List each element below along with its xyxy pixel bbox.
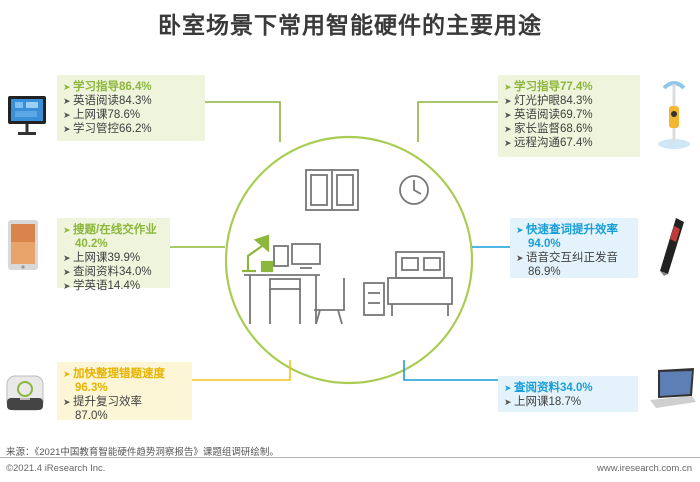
line-right-bot	[403, 360, 498, 381]
chevron-right-icon: ➤	[63, 82, 71, 92]
chevron-right-icon: ➤	[63, 397, 71, 407]
box-left-bot: ➤加快整理错题速度 96.3% ➤提升复习效率 87.0%	[57, 362, 192, 422]
box-left-top: ➤学习指导86.4% ➤英语阅读84.3% ➤上网课78.6% ➤学习管控66.…	[57, 75, 205, 141]
item-text: 上网课18.7%	[514, 396, 582, 408]
bedroom-illustration	[244, 169, 453, 325]
item-value: 87.0%	[75, 410, 108, 422]
head-text: 查阅资料34.0%	[514, 382, 593, 394]
item-text: 英语阅读69.7%	[514, 109, 593, 121]
head-text: 学习指导86.4%	[73, 81, 152, 93]
chevron-right-icon: ➤	[63, 281, 71, 291]
box-right-mid: ➤快速查词提升效率 94.0% ➤语音交互纠正发音 86.9%	[510, 218, 638, 278]
chevron-right-icon: ➤	[516, 225, 524, 235]
chevron-right-icon: ➤	[504, 138, 512, 148]
box-left-mid: ➤搜题/在线交作业 40.2% ➤上网课39.9% ➤查阅资料34.0% ➤学英…	[57, 218, 170, 292]
center-circle	[224, 135, 474, 385]
footer-website: www.iresearch.com.cn	[596, 463, 692, 474]
head-text: 学习指导77.4%	[514, 81, 593, 93]
head-value: 40.2%	[75, 238, 108, 250]
laptop-icon	[650, 368, 696, 408]
head-text: 快速查词提升效率	[526, 224, 618, 236]
item-text: 灯光护眼84.3%	[514, 95, 593, 107]
chevron-right-icon: ➤	[63, 225, 71, 235]
smart-desk-display-icon	[8, 96, 46, 135]
line-right-top	[417, 101, 498, 142]
footer-copyright: ©2021.4 iResearch Inc.	[6, 463, 106, 474]
chevron-right-icon: ➤	[504, 96, 512, 106]
item-text: 学习管控66.2%	[73, 123, 152, 135]
head-value: 94.0%	[528, 238, 561, 250]
footer-divider	[0, 457, 700, 458]
chevron-right-icon: ➤	[504, 383, 512, 393]
box-right-top: ➤学习指导77.4% ➤灯光护眼84.3% ➤英语阅读69.7% ➤家长监督68…	[498, 75, 640, 157]
box-right-bot: ➤查阅资料34.0% ➤上网课18.7%	[498, 376, 638, 412]
dictionary-pen-icon	[660, 218, 684, 276]
item-text: 语音交互纠正发音	[526, 252, 618, 264]
item-text: 学英语14.4%	[73, 280, 141, 292]
item-text: 家长监督68.6%	[514, 123, 593, 135]
chevron-right-icon: ➤	[63, 267, 71, 277]
head-text: 加快整理错题速度	[73, 368, 165, 380]
chevron-right-icon: ➤	[63, 253, 71, 263]
chevron-right-icon: ➤	[504, 110, 512, 120]
chevron-right-icon: ➤	[504, 82, 512, 92]
chevron-right-icon: ➤	[63, 110, 71, 120]
chevron-right-icon: ➤	[504, 397, 512, 407]
item-text: 提升复习效率	[73, 396, 142, 408]
page-title: 卧室场景下常用智能硬件的主要用途	[158, 12, 542, 38]
source-note: 来源：《2021中国教育智能硬件趋势洞察报告》课题组调研绘制。	[6, 447, 279, 458]
item-text: 上网课78.6%	[73, 109, 141, 121]
tablet-icon	[8, 220, 38, 270]
chevron-right-icon: ➤	[63, 369, 71, 379]
item-text: 查阅资料34.0%	[73, 266, 152, 278]
item-text: 英语阅读84.3%	[73, 95, 152, 107]
chevron-right-icon: ➤	[63, 96, 71, 106]
chevron-right-icon: ➤	[516, 253, 524, 263]
smart-desk-lamp-icon	[658, 81, 690, 149]
desk-lamp	[242, 234, 274, 273]
line-left-bot	[192, 360, 291, 381]
chevron-right-icon: ➤	[63, 124, 71, 134]
item-text: 上网课39.9%	[73, 252, 141, 264]
mistake-printer-icon	[6, 375, 44, 411]
item-text: 远程沟通67.4%	[514, 137, 593, 149]
head-value: 96.3%	[75, 382, 108, 394]
line-left-top	[205, 101, 281, 142]
chevron-right-icon: ➤	[504, 124, 512, 134]
item-value: 86.9%	[528, 266, 561, 278]
head-text: 搜题/在线交作业	[73, 224, 157, 236]
